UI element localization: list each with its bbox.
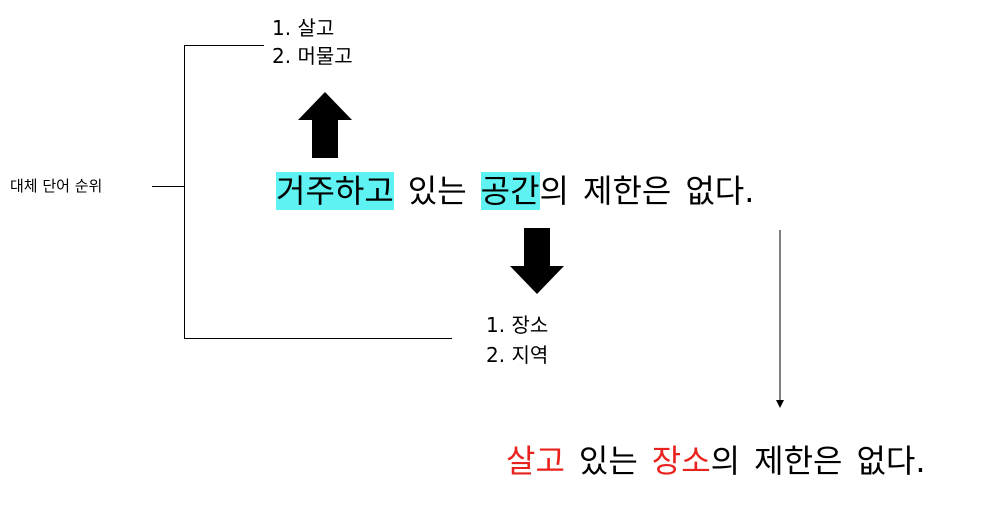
- result-arrow-icon: [776, 230, 784, 408]
- bracket-bottom-horizontal: [184, 338, 452, 339]
- word-3-suffix: 의: [539, 172, 569, 210]
- bottom-replacement-list: 1. 장소 2. 지역: [486, 310, 548, 370]
- replaced-word-3: 장소: [651, 442, 711, 480]
- replaced-word-1: 살고: [506, 442, 565, 480]
- result-word-5: 없다.: [856, 442, 926, 480]
- result-word-3-suffix: 의: [710, 442, 741, 480]
- bracket-top-horizontal: [184, 45, 264, 46]
- result-word-4: 제한은: [754, 442, 843, 480]
- result-word-2: 있는: [578, 442, 638, 480]
- highlighted-word-3: 공간: [480, 172, 540, 210]
- bottom-list-item-2: 2. 지역: [486, 343, 549, 367]
- highlighted-word-1: 거주하고: [276, 172, 394, 210]
- original-sentence: 거주하고 있는 공간의 제한은 없다.: [276, 168, 754, 214]
- down-arrow-icon: [510, 228, 564, 294]
- bottom-list-item-1: 1. 장소: [486, 313, 549, 337]
- side-label: 대체 단어 순위: [10, 177, 103, 195]
- top-list-item-1: 1. 살고: [272, 16, 335, 40]
- top-list-item-2: 2. 머물고: [272, 44, 353, 68]
- bracket-vertical: [184, 45, 185, 339]
- word-4: 제한은: [583, 172, 672, 210]
- bracket-label-connector: [152, 186, 184, 187]
- word-5: 없다.: [685, 172, 755, 210]
- top-replacement-list: 1. 살고 2. 머물고: [272, 14, 353, 70]
- word-2: 있는: [407, 172, 467, 210]
- up-arrow-icon: [298, 92, 352, 158]
- result-sentence: 살고 있는 장소의 제한은 없다.: [506, 438, 926, 484]
